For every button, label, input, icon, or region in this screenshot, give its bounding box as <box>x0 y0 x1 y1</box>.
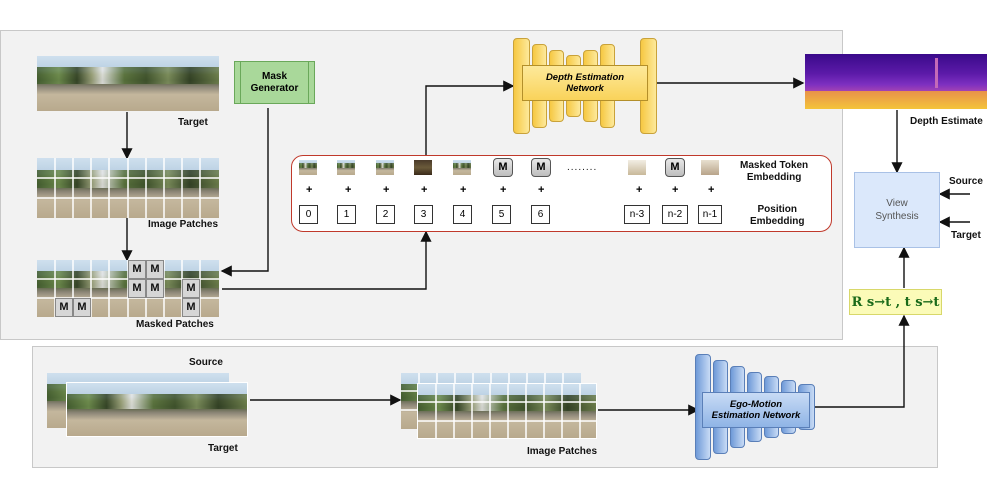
ego-target-image <box>66 382 248 437</box>
mask-token: M <box>55 298 73 317</box>
ego-image-patches-label: Image Patches <box>527 446 598 457</box>
mask-token: M <box>182 279 200 298</box>
ego-target-patch-grid <box>418 384 596 438</box>
ego-target-patches <box>417 383 597 439</box>
plus-sign: + <box>500 184 507 196</box>
plus-sign: + <box>672 184 679 196</box>
position-embedding-box: 0 <box>299 205 318 224</box>
masked-token: M <box>493 158 513 177</box>
pose-output-box: R s→t , t s→t <box>849 289 942 315</box>
masked-token-embedding-label: Masked Token Embedding <box>740 160 809 183</box>
image-patches <box>37 158 219 218</box>
view-synthesis-source-label: Source <box>949 176 983 187</box>
position-embedding-box: n-3 <box>624 205 650 224</box>
token-image <box>337 160 355 175</box>
plus-sign: + <box>383 184 390 196</box>
position-embedding-box: n-2 <box>662 205 688 224</box>
target-image <box>37 56 219 111</box>
mask-token: M <box>146 260 164 279</box>
image-patches-label: Image Patches <box>148 219 219 230</box>
position-embedding-box: 4 <box>453 205 472 224</box>
plus-sign: + <box>538 184 545 196</box>
mask-generator-label: Mask Generator <box>250 70 299 94</box>
ego-network-label: Ego-Motion Estimation Network <box>711 399 801 421</box>
position-embedding-box: 1 <box>337 205 356 224</box>
depth-estimate-image <box>805 54 987 109</box>
target-label: Target <box>178 117 208 128</box>
ego-source-label: Source <box>189 357 223 368</box>
mask-token: M <box>182 298 200 317</box>
mask-token: M <box>146 279 164 298</box>
position-embedding-box: 6 <box>531 205 550 224</box>
position-embedding-label: Position Embedding <box>750 204 805 227</box>
token-image <box>701 160 719 175</box>
mask-generator-box: Mask Generator <box>234 61 315 104</box>
token-image <box>453 160 471 175</box>
token-image <box>414 160 432 175</box>
mask-token: M <box>73 298 91 317</box>
plus-sign: + <box>421 184 428 196</box>
token-ellipsis: ........ <box>567 162 598 173</box>
mask-token: M <box>128 279 146 298</box>
plus-sign: + <box>306 184 313 196</box>
plus-sign: + <box>636 184 643 196</box>
view-synthesis-target-label: Target <box>951 230 981 241</box>
depth-estimate-label: Depth Estimate <box>910 116 983 127</box>
position-embedding-box: 5 <box>492 205 511 224</box>
token-image <box>299 160 317 175</box>
masked-token: M <box>665 158 685 177</box>
mask-token: M <box>128 260 146 279</box>
view-synthesis-box: View Synthesis <box>854 172 940 248</box>
depth-network-label: Depth Estimation Network <box>545 72 625 94</box>
token-image <box>628 160 646 175</box>
view-synthesis-label: View Synthesis <box>875 198 919 222</box>
masked-token: M <box>531 158 551 177</box>
pose-output-label: R s→t , t s→t <box>851 294 940 310</box>
position-embedding-box: 3 <box>414 205 433 224</box>
position-embedding-box: 2 <box>376 205 395 224</box>
plus-sign: + <box>708 184 715 196</box>
masked-patches-label: Masked Patches <box>136 319 214 330</box>
plus-sign: + <box>460 184 467 196</box>
patch-grid <box>37 158 219 218</box>
masked-patches: M M M M M M M M <box>37 260 219 317</box>
ego-target-label: Target <box>208 443 238 454</box>
position-embedding-box: n-1 <box>698 205 722 224</box>
token-image <box>376 160 394 175</box>
plus-sign: + <box>345 184 352 196</box>
